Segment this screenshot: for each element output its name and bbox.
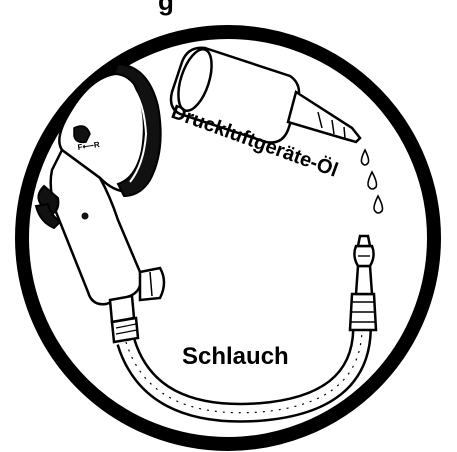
oil-drop — [374, 196, 383, 213]
air-tool — [36, 64, 164, 342]
hose-coupler — [350, 236, 376, 330]
screw-icon — [82, 213, 89, 220]
oil-drop — [361, 150, 368, 165]
oil-drops — [361, 150, 382, 213]
hose-label: Schlauch — [182, 343, 289, 370]
oil-drop — [368, 172, 377, 189]
